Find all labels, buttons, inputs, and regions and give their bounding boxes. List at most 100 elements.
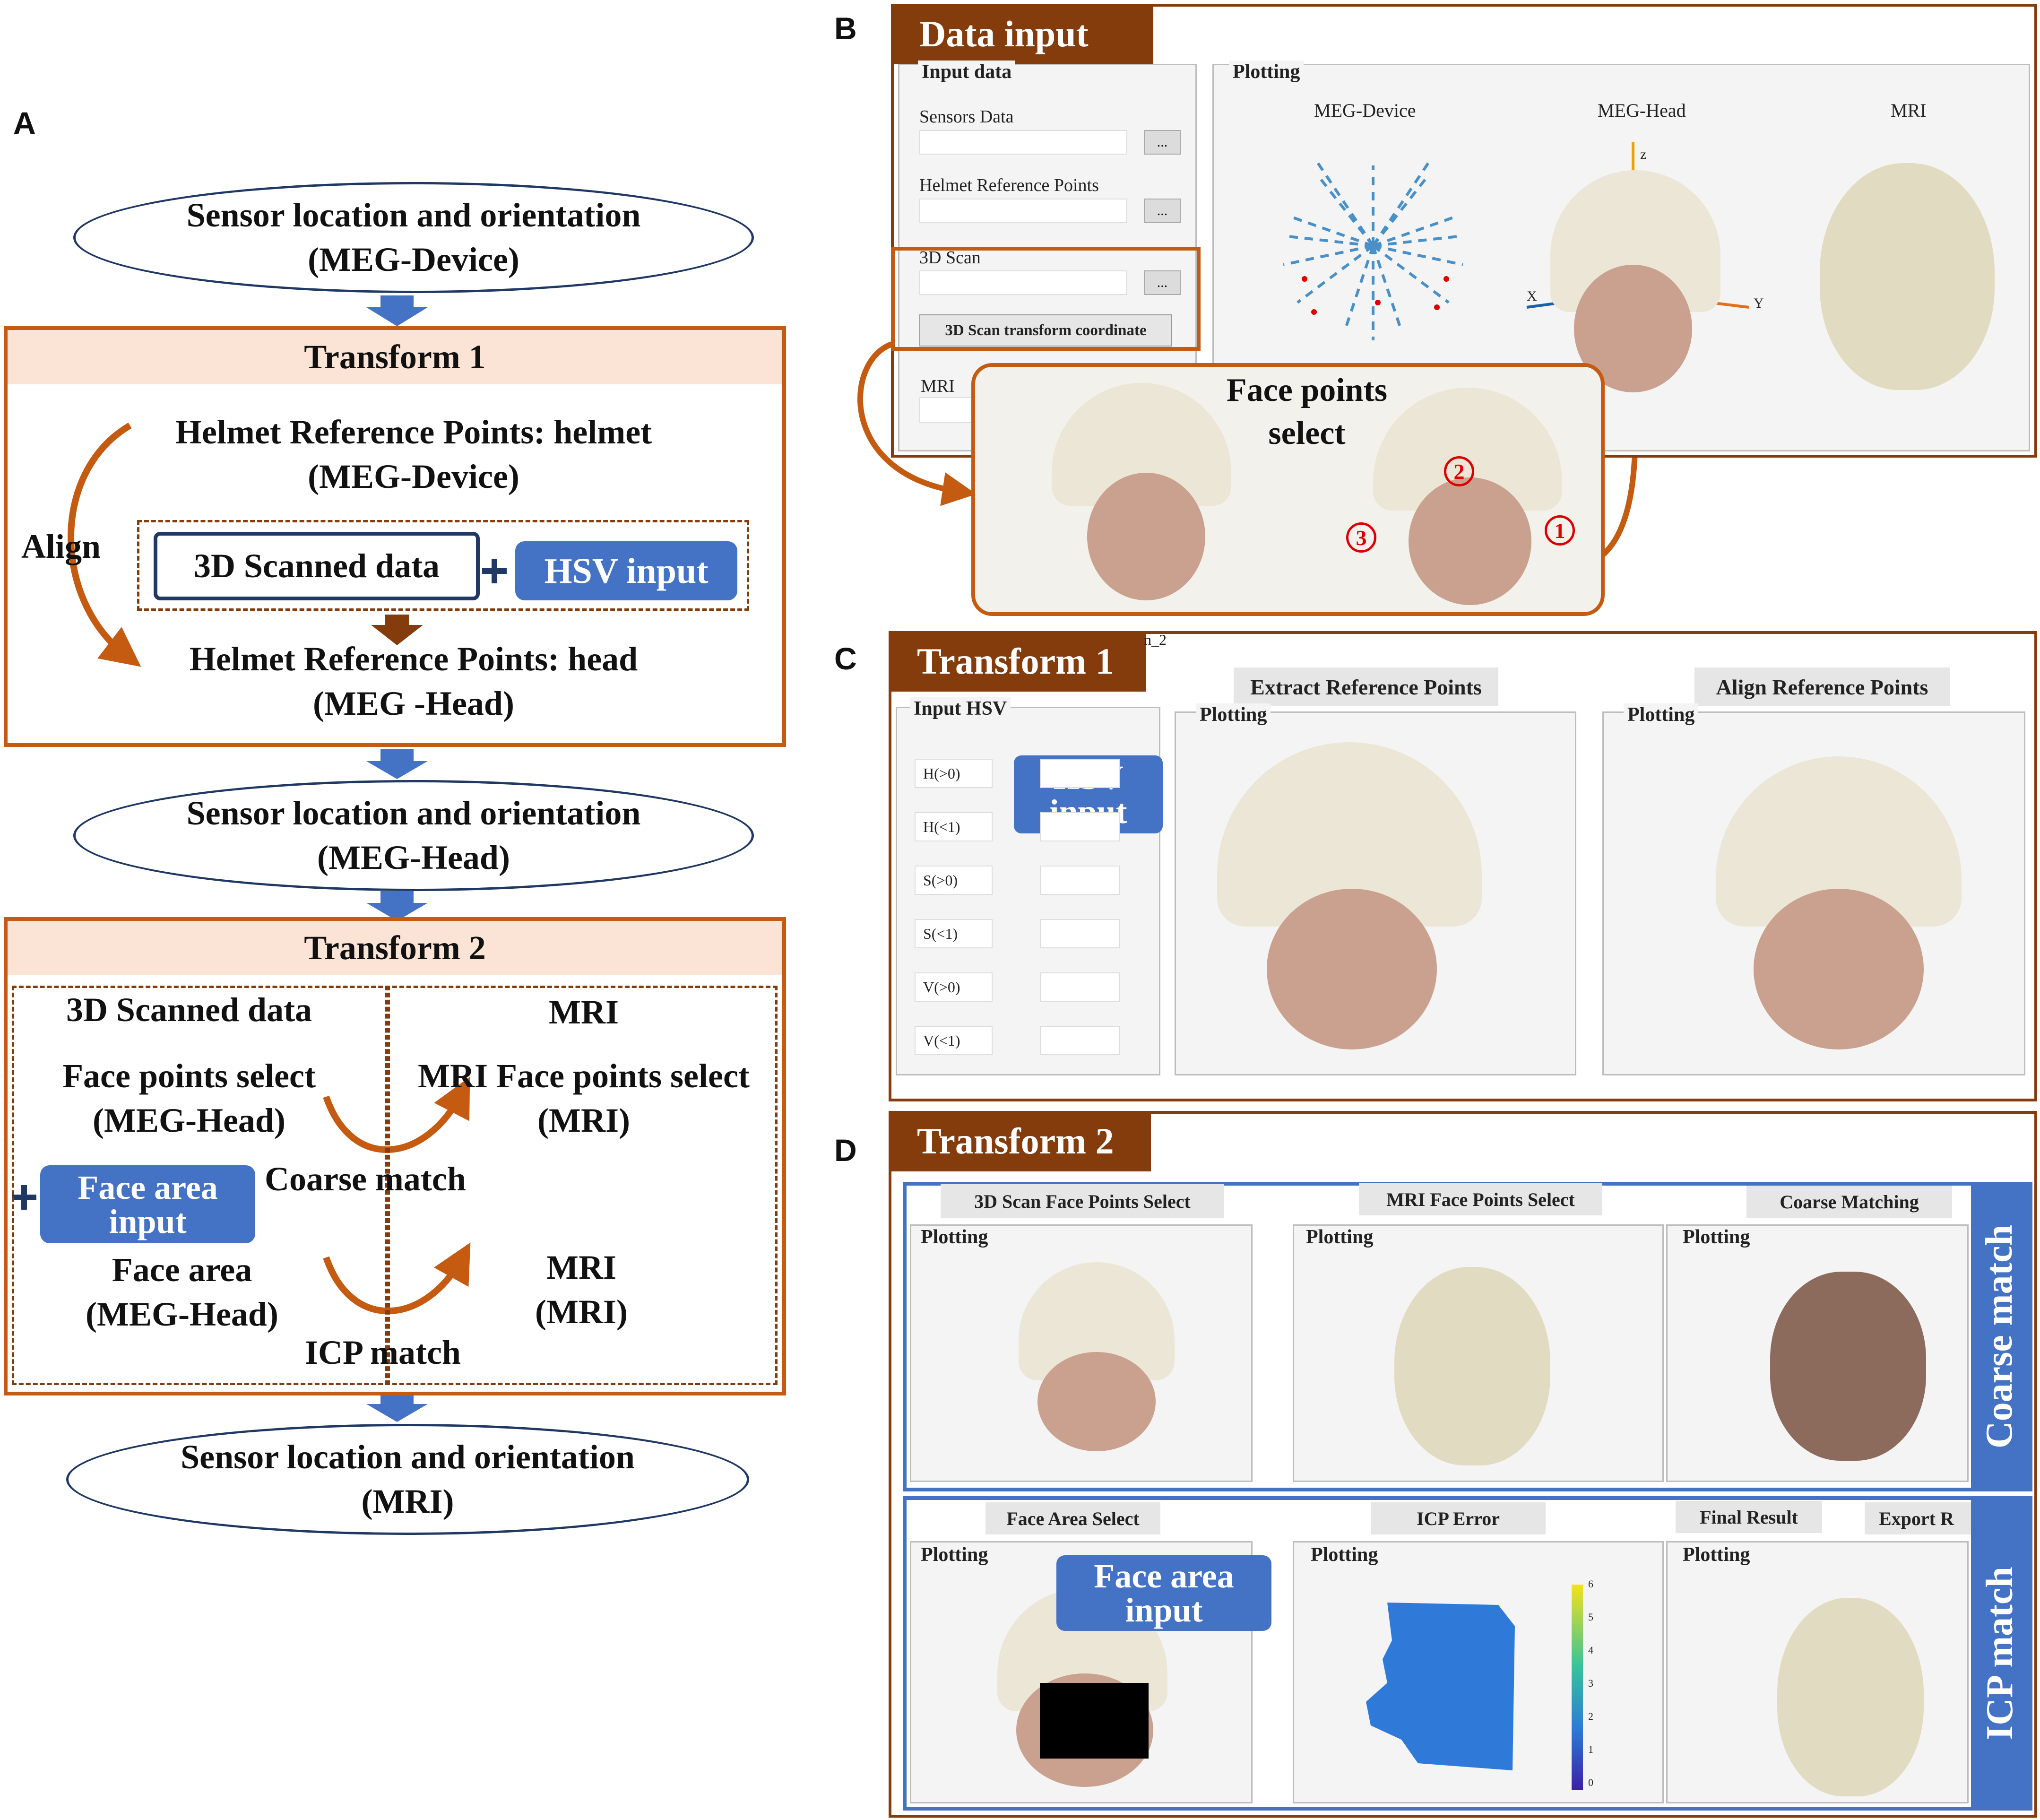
hsv-input-field[interactable] <box>1040 812 1120 841</box>
down-arrow <box>366 1392 428 1422</box>
plus-icon <box>12 1185 36 1210</box>
hsv-input-field[interactable] <box>1040 972 1120 1002</box>
sensor-location-device-ellipse: Sensor location and orientation (MEG-Dev… <box>73 182 754 293</box>
text-line: Face points <box>1226 372 1388 408</box>
hsv-field-label: S(<1) <box>915 919 993 948</box>
text-line: Helmet Reference Points: helmet <box>175 413 652 451</box>
icp-error-button[interactable]: ICP Error <box>1371 1502 1546 1534</box>
mri-mri: MRI (MRI) <box>487 1246 676 1334</box>
hsv-field-label: V(>0) <box>915 972 993 1002</box>
mri-col: MRI <box>1891 100 1927 121</box>
scan-face-points-button[interactable]: 3D Scan Face Points Select <box>941 1184 1224 1218</box>
input-data-heading: Input data <box>918 61 1016 83</box>
scan-hsv-group <box>137 520 749 611</box>
callout-title: Face points select <box>1205 369 1409 455</box>
colorbar-tick: 4 <box>1588 1644 1593 1656</box>
text-line: (MEG -Head) <box>313 684 514 722</box>
hsv-input-field[interactable] <box>1040 759 1120 788</box>
scanned-column <box>12 986 390 1385</box>
align-ref-button[interactable]: Align Reference Points <box>1694 667 1950 706</box>
final-result-button[interactable]: Final Result <box>1676 1501 1822 1533</box>
helmet-ref-field[interactable] <box>919 199 1127 223</box>
down-arrow <box>366 749 428 779</box>
export-button[interactable]: Export R <box>1865 1502 1971 1534</box>
scan-field[interactable] <box>919 270 1127 295</box>
text-line: MRI <box>546 1248 616 1286</box>
hsv-field-label: H(<1) <box>915 812 993 841</box>
text-line: (MRI) <box>537 1101 630 1139</box>
coarse-match-label: Coarse match <box>265 1160 466 1198</box>
callout-arrow-left <box>857 340 977 506</box>
plotting-heading-d3: Plotting <box>1683 1226 1750 1248</box>
down-arrow <box>366 295 428 326</box>
hsv-input-field[interactable] <box>1040 1026 1120 1055</box>
hsv-field-label: S(>0) <box>915 866 993 895</box>
coarse-arrow <box>323 1076 470 1153</box>
coarse-matching-button[interactable]: Coarse Matching <box>1746 1186 1952 1218</box>
hsv-input-field[interactable] <box>1040 866 1120 895</box>
ellipse-line: Sensor location and orientation <box>186 794 641 832</box>
transform2-box <box>4 917 786 1395</box>
ellipse-line: (MRI) <box>361 1482 454 1520</box>
axis-y-label: Y <box>1754 295 1764 311</box>
helmet-ref-label: Helmet Reference Points <box>919 175 1099 195</box>
icp-match-sidebar: ICP match <box>1971 1500 2029 1807</box>
ellipse-line: Sensor location and orientation <box>186 196 641 234</box>
face-area: Face area (MEG-Head) <box>28 1248 336 1336</box>
mri-face-points-select: MRI Face points select (MRI) <box>390 1054 778 1143</box>
plotting-heading-c1: Plotting <box>1196 703 1271 726</box>
panel-label-d: D <box>834 1133 857 1168</box>
scan-browse-button[interactable]: ... <box>1144 270 1181 295</box>
colorbar-tick: 2 <box>1588 1710 1593 1722</box>
mri-face-points-button[interactable]: MRI Face Points Select <box>1359 1183 1602 1215</box>
marker-3: 3 <box>1346 522 1376 553</box>
sidebar-label: ICP match <box>1979 1567 2021 1740</box>
helmet-ref-head: Helmet Reference Points: head (MEG -Head… <box>76 637 752 726</box>
plot-pane-d5 <box>1293 1541 1664 1803</box>
sensor-location-mri-ellipse: Sensor location and orientation (MRI) <box>66 1424 749 1535</box>
scan-transform-button[interactable]: 3D Scan transform coordinate <box>919 314 1172 347</box>
align-label: Align <box>21 528 101 565</box>
marker-2: 2 <box>1444 456 1474 486</box>
icp-arrow <box>323 1242 471 1315</box>
d3-aligned-head-image <box>1770 1272 1926 1461</box>
face-points-select: Face points select (MEG-Head) <box>28 1054 350 1143</box>
scan-label: 3D Scan <box>919 248 981 268</box>
coarse-match-sidebar: Coarse match <box>1971 1186 2029 1488</box>
ellipse-line: (MEG-Device) <box>308 240 519 278</box>
helmet-browse-button[interactable]: ... <box>1144 199 1181 223</box>
scanned-data-box: 3D Scanned data <box>154 532 480 600</box>
d2-mri-head-image <box>1394 1267 1550 1465</box>
sensors-browse-button[interactable]: ... <box>1144 130 1181 155</box>
face-area-input-callout: Face area input <box>1056 1555 1271 1631</box>
text-line: (MRI) <box>535 1292 628 1331</box>
extract-face-image <box>1267 889 1437 1049</box>
extract-ref-button[interactable]: Extract Reference Points <box>1234 667 1498 706</box>
text-line: (MEG-Head) <box>86 1295 278 1333</box>
hsv-field-label: V(<1) <box>915 1026 993 1055</box>
text-line: select <box>1268 415 1346 451</box>
d4-black-mask <box>1040 1683 1149 1759</box>
transform2-title: Transform 2 <box>8 921 782 975</box>
text-line: MRI Face points select <box>418 1057 750 1095</box>
sensors-data-field[interactable] <box>919 130 1127 155</box>
align-face-image <box>1754 889 1924 1049</box>
icp-match-label: ICP match <box>305 1334 461 1371</box>
transform1-box <box>4 326 786 747</box>
transform1-title: Transform 1 <box>8 330 782 384</box>
callout-face-left <box>1087 473 1205 600</box>
align-arrow <box>68 422 141 667</box>
text-line: (MEG-Device) <box>308 457 519 495</box>
hsv-input-field[interactable] <box>1040 919 1120 948</box>
face-area-input-box: Face area input <box>40 1165 255 1243</box>
plus-icon <box>482 559 507 583</box>
sensor-location-head-ellipse: Sensor location and orientation (MEG-Hea… <box>73 780 754 891</box>
plotting-heading-b: Plotting <box>1229 61 1304 83</box>
text-line: Face points select <box>62 1057 316 1095</box>
mri-column <box>385 986 778 1385</box>
helmet-ref-helmet: Helmet Reference Points: helmet (MEG-Dev… <box>76 410 752 499</box>
down-arrow <box>371 615 423 645</box>
face-area-select-button[interactable]: Face Area Select <box>985 1502 1160 1534</box>
text-line: Face area <box>1094 1557 1234 1595</box>
